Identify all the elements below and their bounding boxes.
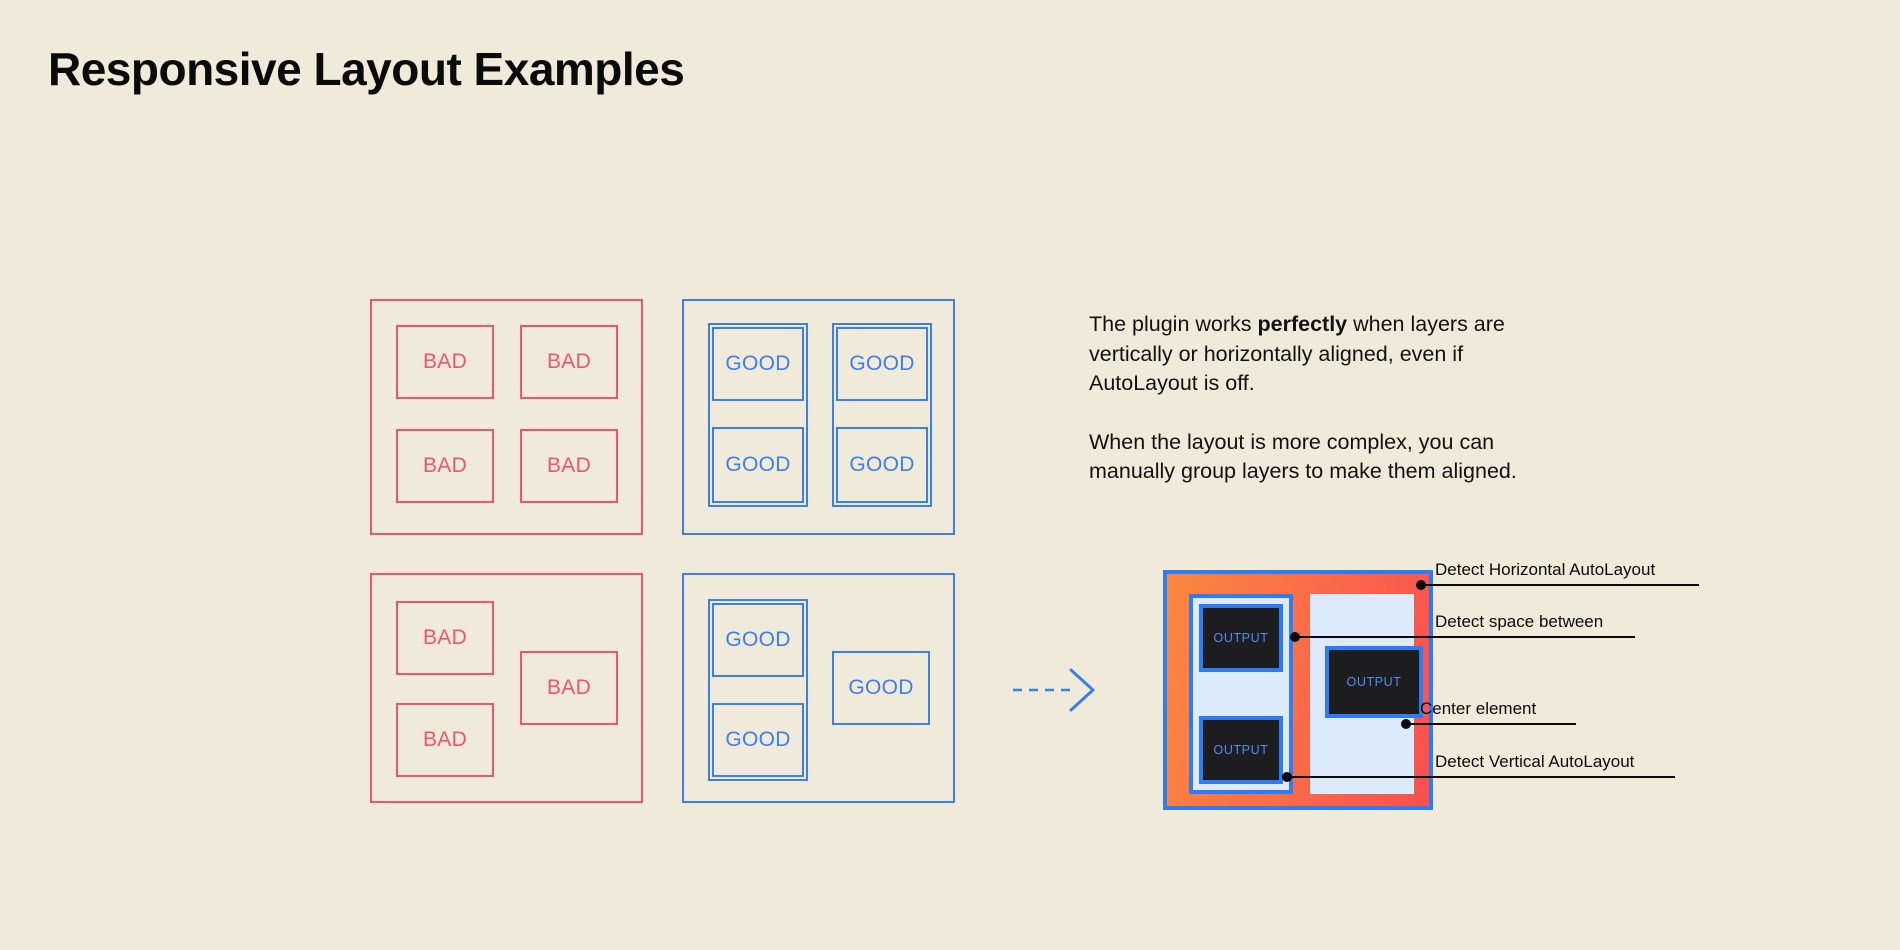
callout-label: Detect Horizontal AutoLayout (1435, 560, 1656, 579)
panel-bad-grid-aligned: BAD BAD BAD BAD (370, 299, 643, 535)
group-wrapper (708, 323, 808, 507)
cell-bad: BAD (396, 601, 494, 675)
mockup-output-box: OUTPUT (1199, 604, 1283, 672)
callout-anchor-dot (1282, 772, 1292, 782)
callout-anchor-dot (1416, 580, 1426, 590)
page-title: Responsive Layout Examples (48, 43, 685, 95)
cell-label: GOOD (725, 352, 791, 375)
group-wrapper (708, 599, 808, 781)
cell-good: GOOD (836, 327, 928, 401)
cell-label: GOOD (725, 728, 791, 751)
panel-good-grid-complex: GOOD GOOD GOOD (682, 573, 955, 803)
cell-bad: BAD (520, 325, 618, 399)
callout-label: Detect space between (1435, 612, 1604, 631)
cell-good: GOOD (712, 327, 804, 401)
cell-bad: BAD (520, 651, 618, 725)
panel-good-grid-aligned: GOOD GOOD GOOD GOOD (682, 299, 955, 535)
cell-label: GOOD (848, 676, 914, 699)
mockup-output-label: OUTPUT (1346, 675, 1402, 689)
cell-label: BAD (422, 454, 468, 477)
cell-label: GOOD (725, 453, 791, 476)
cell-good: GOOD (712, 703, 804, 777)
callout-detect-vertical-autolayout: Detect Vertical AutoLayout (1282, 752, 1675, 782)
cell-label: BAD (422, 728, 468, 751)
cell-good: GOOD (712, 603, 804, 677)
paragraph-1-emphasis: perfectly (1257, 312, 1348, 336)
mockup-left-group: OUTPUT OUTPUT (1189, 594, 1293, 794)
mockup-output-box: OUTPUT (1199, 716, 1283, 784)
cell-good: GOOD (832, 651, 930, 725)
paragraph-2: When the layout is more complex, you can… (1089, 429, 1517, 484)
cell-bad: BAD (396, 703, 494, 777)
callout-label: Center element (1420, 699, 1537, 718)
cell-good: GOOD (712, 427, 804, 503)
callout-anchor-dot (1401, 719, 1411, 729)
cell-label: BAD (422, 350, 468, 373)
cell-label: BAD (546, 676, 592, 699)
cell-label: BAD (546, 454, 592, 477)
paragraph-1: The plugin works perfectly when layers a… (1089, 310, 1559, 399)
description-text: The plugin works perfectly when layers a… (1089, 310, 1559, 487)
callout-detect-space-between: Detect space between (1290, 612, 1635, 642)
dashed-arrow-right-icon (1013, 668, 1099, 712)
paragraph-1-lead: The plugin works (1089, 312, 1258, 336)
mockup-output-box: OUTPUT (1325, 646, 1423, 718)
cell-label: GOOD (849, 453, 915, 476)
mockup-output-label: OUTPUT (1213, 743, 1269, 757)
callout-anchor-dot (1290, 632, 1300, 642)
cell-label: BAD (546, 350, 592, 373)
cell-bad: BAD (396, 429, 494, 503)
panel-bad-grid-complex: BAD BAD BAD (370, 573, 643, 803)
callout-detect-horizontal-autolayout: Detect Horizontal AutoLayout (1416, 560, 1699, 590)
group-wrapper (832, 323, 932, 507)
cell-bad: BAD (396, 325, 494, 399)
cell-label: GOOD (725, 628, 791, 651)
cell-label: BAD (422, 626, 468, 649)
paragraph-1-tail: when layers are vertically or horizontal… (1089, 312, 1505, 395)
callout-label: Detect Vertical AutoLayout (1435, 752, 1635, 771)
cell-bad: BAD (520, 429, 618, 503)
cell-label: GOOD (849, 352, 915, 375)
mockup-frame: OUTPUT OUTPUT OUTPUT (1163, 570, 1433, 810)
mockup-output-label: OUTPUT (1213, 631, 1269, 645)
callout-center-element: Center element (1401, 699, 1576, 729)
cell-good: GOOD (836, 427, 928, 503)
